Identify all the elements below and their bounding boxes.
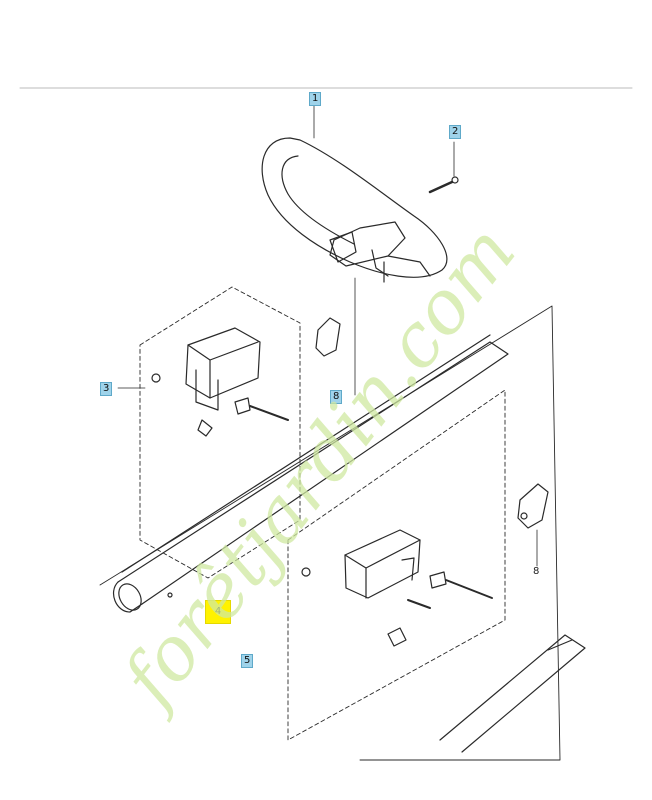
callout-2: 2 bbox=[449, 125, 462, 139]
callout-1: 1 bbox=[309, 92, 322, 106]
callout-4: 4 bbox=[205, 600, 231, 624]
callout-3: 3 bbox=[100, 382, 113, 396]
shaft-tube-part bbox=[113, 334, 509, 613]
callout-8-upper: 8 bbox=[330, 390, 343, 404]
callout-8-lower: 8 bbox=[533, 566, 540, 577]
bolt-part bbox=[428, 141, 459, 194]
bracket-part-lower bbox=[301, 483, 549, 647]
bracket-part-upper bbox=[151, 317, 341, 437]
callout-5: 5 bbox=[241, 654, 254, 668]
loop-handle-part bbox=[261, 137, 448, 283]
drive-shaft-part bbox=[439, 634, 586, 753]
